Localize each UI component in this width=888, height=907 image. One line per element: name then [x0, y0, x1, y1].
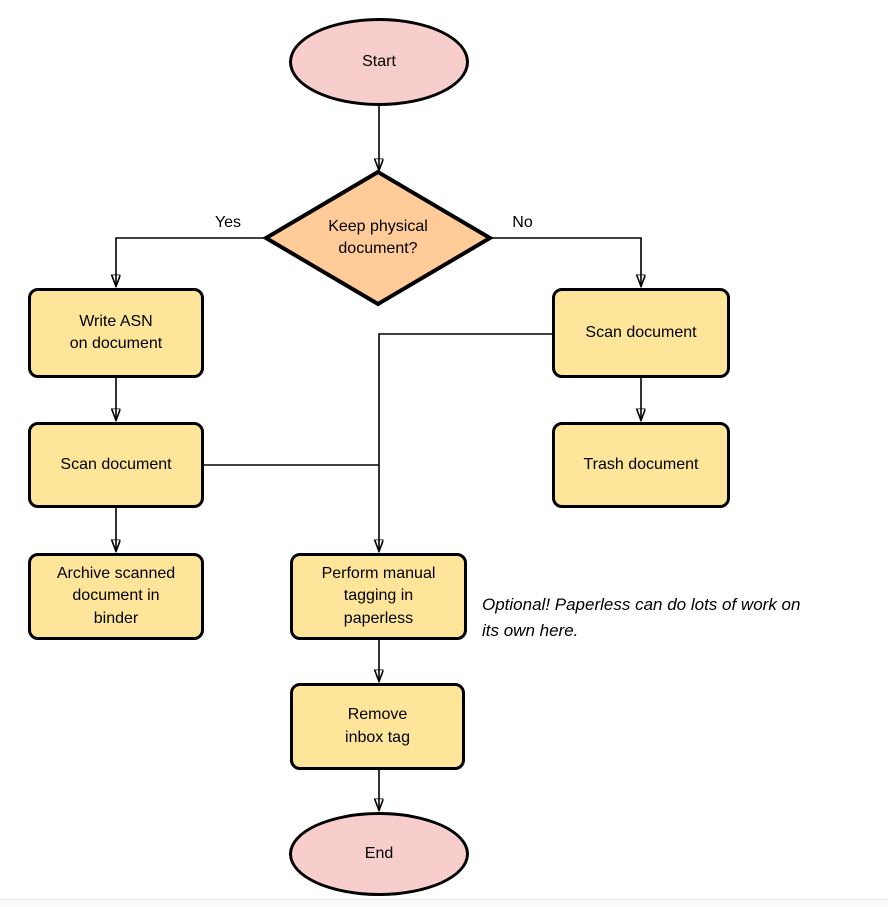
- end-node: End: [289, 812, 469, 896]
- process-trash-document-node: Trash document: [552, 422, 730, 508]
- branch-label-no: No: [512, 214, 533, 231]
- edge-decision-to-scan-right: [490, 237, 641, 286]
- process-scan-document-right-node: Scan document: [552, 288, 730, 378]
- optional-note-text: Optional! Paperless can do lots of work …: [482, 595, 801, 640]
- decision-node-label: Keep physical document?: [328, 218, 428, 258]
- edge-scan-right-to-perform: [379, 333, 552, 551]
- branch-label-yes: Yes: [214, 214, 242, 231]
- process-remove-inbox-tag-node: Remove inbox tag: [290, 683, 465, 770]
- process-manual-tagging-node: Perform manual tagging in paperless: [290, 553, 467, 640]
- edge-decision-to-write-asn: [116, 237, 266, 286]
- start-node: Start: [289, 18, 469, 106]
- process-scan-document-left-node: Scan document: [28, 422, 204, 508]
- decision-node-shape: [262, 169, 494, 307]
- page-bottom-edge: [0, 899, 888, 907]
- process-write-asn-node: Write ASN on document: [28, 288, 204, 378]
- process-archive-in-binder-node: Archive scanned document in binder: [28, 553, 204, 640]
